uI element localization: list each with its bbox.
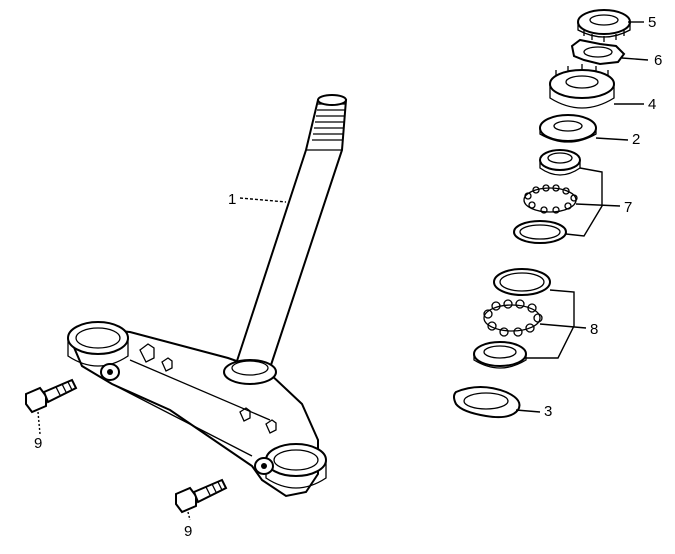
lower-bearing-set — [473, 268, 551, 369]
lock-washer — [570, 38, 626, 66]
lock-nut — [577, 9, 631, 42]
callout-bolt-bottom: 9 — [184, 523, 192, 540]
callout-dust-seal: 2 — [632, 131, 640, 148]
adjusting-nut — [549, 64, 615, 109]
bolt-bottom — [175, 478, 228, 514]
callout-stem: 1 — [228, 191, 236, 208]
callout-lower-seal: 3 — [544, 403, 552, 420]
callout-upper-bearing-set: 7 — [624, 199, 632, 216]
dust-seal — [539, 114, 597, 143]
steering-stem — [223, 94, 348, 385]
callout-lock-nut: 5 — [648, 14, 656, 31]
callout-adjusting-nut: 4 — [648, 96, 656, 113]
leader-lines — [37, 21, 649, 521]
lower-seal — [453, 386, 521, 419]
callout-lock-washer: 6 — [654, 52, 662, 69]
bolt-left — [25, 378, 78, 414]
callout-bolt-left: 9 — [34, 435, 42, 452]
upper-bearing-set — [513, 149, 581, 244]
lower-bracket — [67, 321, 327, 498]
callout-lower-bearing-set: 8 — [590, 321, 598, 338]
